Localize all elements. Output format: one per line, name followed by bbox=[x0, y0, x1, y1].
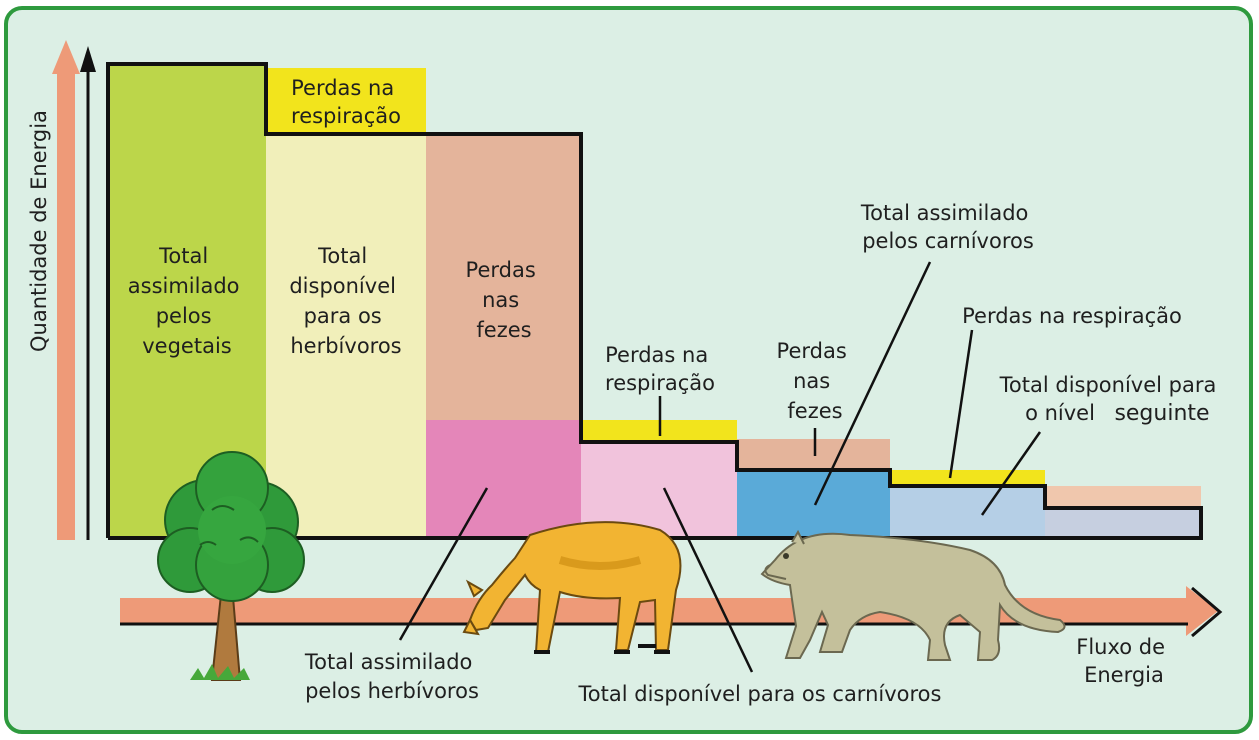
bar-perdas-fezes-1 bbox=[426, 134, 581, 420]
bar-herbivoros-disponivel bbox=[266, 134, 426, 538]
bar-carnivoros-assimilado bbox=[737, 470, 890, 538]
label-carnivoros-assimilado: Total assimilado pelos carnívoros bbox=[860, 201, 1035, 253]
x-axis-label: Fluxo de Energia bbox=[1076, 635, 1171, 687]
label-vegetais: Total assimilado pelos vegetais bbox=[128, 244, 246, 358]
carnivore-icon bbox=[760, 529, 1066, 661]
label-perdas-fezes-1: Perdas nas fezes bbox=[466, 258, 543, 342]
bar-nivel-seguinte bbox=[890, 486, 1045, 538]
bar-final bbox=[1045, 508, 1201, 538]
leader-lines bbox=[398, 261, 1042, 673]
label-perdas-respiracao-1: Perdas na respiração bbox=[291, 76, 401, 128]
bar-perdas-respiracao-1 bbox=[266, 68, 426, 134]
bar-herbivoros-assimilado bbox=[426, 420, 581, 538]
energy-quantity-arrow bbox=[52, 40, 96, 540]
label-perdas-respiracao-3: Perdas na respiração bbox=[962, 304, 1182, 328]
bar-perdas-respiracao-3 bbox=[890, 470, 1045, 486]
label-perdas-fezes-2: Perdas nas fezes bbox=[777, 339, 854, 423]
y-axis-label: Quantidade de Energia bbox=[27, 110, 51, 352]
label-carnivoros-disponivel: Total disponível para os carnívoros bbox=[578, 682, 942, 706]
bar-perdas-final bbox=[1045, 486, 1201, 508]
bar-perdas-fezes-2 bbox=[737, 439, 890, 470]
tree-icon bbox=[157, 451, 305, 681]
label-nivel-seguinte: Total disponível para o nível seguinte bbox=[999, 373, 1221, 426]
label-herbivoros-assimilado: Total assimilado pelos herbívoros bbox=[304, 650, 479, 703]
label-perdas-respiracao-2: Perdas na respiração bbox=[605, 343, 715, 395]
label-herbivoros-disponivel: Total disponível para os herbívoros bbox=[289, 244, 402, 358]
herbivore-icon bbox=[462, 521, 682, 654]
energy-step-outline bbox=[106, 62, 1203, 540]
